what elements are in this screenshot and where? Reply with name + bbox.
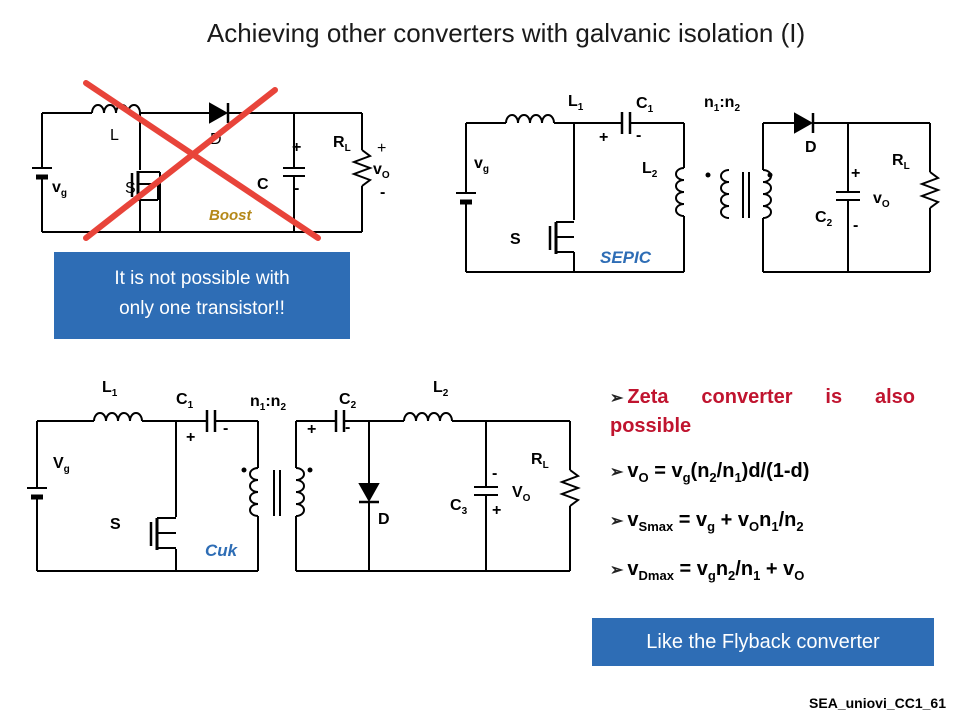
note-line-1: It is not possible with <box>114 268 290 289</box>
cuk-label-C3: C3 <box>450 497 468 517</box>
cuk-dots <box>241 467 313 473</box>
cuk-c2-plus: + <box>307 421 316 438</box>
boost-circuit <box>32 102 373 233</box>
cuk-label-C2: C2 <box>339 391 357 411</box>
boost-cap-minus: - <box>294 180 299 197</box>
boost-name: Boost <box>209 207 253 224</box>
boost-label-vg: vg <box>52 179 67 199</box>
cuk-c1-plus: + <box>186 429 195 446</box>
sepic-c1-minus: - <box>636 127 641 144</box>
cuk-label-C1: C1 <box>176 391 194 411</box>
cuk-label-D: D <box>378 511 390 528</box>
bullet-zeta: ➢Zeta converter is also <box>610 378 915 418</box>
cuk-label-ratio: n1:n2 <box>250 393 286 413</box>
sepic-labels: L1 C1 + - n1:n2 L2 vg S D + - C2 vO RL S… <box>474 93 910 267</box>
cuk-circuit <box>27 410 581 572</box>
cuk-label-vg: Vg <box>53 455 70 475</box>
arrow-icon: ➢ <box>610 562 624 579</box>
cuk-label-L2: L2 <box>433 379 449 399</box>
zeta-word-3: is <box>825 386 843 408</box>
sepic-label-vg: vg <box>474 155 489 175</box>
equation-vdmax: ➢vDmax = vgn2/n1 + vO <box>610 558 805 583</box>
sepic-c1-plus: + <box>599 129 608 146</box>
sepic-label-C2: C2 <box>815 209 833 229</box>
sepic-circuit <box>456 112 941 273</box>
boost-out-minus: - <box>380 184 385 201</box>
sepic-dots <box>705 172 773 178</box>
sepic-label-D: D <box>805 139 817 156</box>
slide-footer: SEA_uniovi_CC1_61 <box>809 695 946 711</box>
zeta-word-1: Zeta <box>627 386 669 408</box>
arrow-icon: ➢ <box>610 513 624 530</box>
sepic-label-ratio: n1:n2 <box>704 94 740 114</box>
zeta-line-2: possible <box>610 415 692 437</box>
cuk-label-vo: VO <box>512 484 531 504</box>
boost-cap-plus: + <box>292 139 301 156</box>
boost-label-S: S <box>125 180 136 197</box>
cuk-name: Cuk <box>205 541 239 560</box>
sepic-label-C1: C1 <box>636 95 654 115</box>
sepic-c2-minus: - <box>853 217 858 234</box>
boost-label-RL: RL <box>333 134 351 154</box>
sepic-c2-plus: + <box>851 165 860 182</box>
cuk-label-L1: L1 <box>102 379 118 399</box>
arrow-icon: ➢ <box>610 464 624 481</box>
equation-vsmax: ➢vSmax = vg + vOn1/n2 <box>610 509 804 534</box>
cuk-label-RL: RL <box>531 451 549 471</box>
arrow-icon: ➢ <box>610 390 624 407</box>
bullet-list: ➢Zeta converter is also possible ➢vO = v… <box>610 378 915 595</box>
flyback-box: Like the Flyback converter <box>592 618 934 666</box>
boost-label-C: C <box>257 176 269 193</box>
sepic-label-L2: L2 <box>642 160 658 180</box>
note-box: It is not possible with only one transis… <box>54 252 350 339</box>
sepic-label-L1: L1 <box>568 93 584 113</box>
cuk-c3-plus: + <box>492 502 501 519</box>
note-line-2: only one transistor!! <box>119 298 285 319</box>
sepic-label-vo: vO <box>873 190 890 210</box>
page-title: Achieving other converters with galvanic… <box>206 18 806 48</box>
cuk-c1-minus: - <box>223 420 228 437</box>
sepic-label-S: S <box>510 231 521 248</box>
cuk-label-S: S <box>110 516 121 533</box>
cuk-c2-minus: - <box>345 419 350 436</box>
cross-out-mark <box>83 80 321 241</box>
boost-out-plus: + <box>377 140 386 157</box>
sepic-name: SEPIC <box>600 248 652 267</box>
zeta-word-4: also <box>874 386 915 408</box>
sepic-label-RL: RL <box>892 152 910 172</box>
boost-label-L: L <box>110 127 119 144</box>
zeta-word-2: converter <box>701 386 793 408</box>
cuk-labels: L1 C1 + - n1:n2 C2 + - L2 Vg S D - + C3 … <box>53 379 549 560</box>
boost-label-vo: vO <box>373 161 390 181</box>
cuk-c3-minus: - <box>492 465 497 482</box>
equation-vo: ➢vO = vg(n2/n1)d/(1-d) <box>610 460 810 485</box>
